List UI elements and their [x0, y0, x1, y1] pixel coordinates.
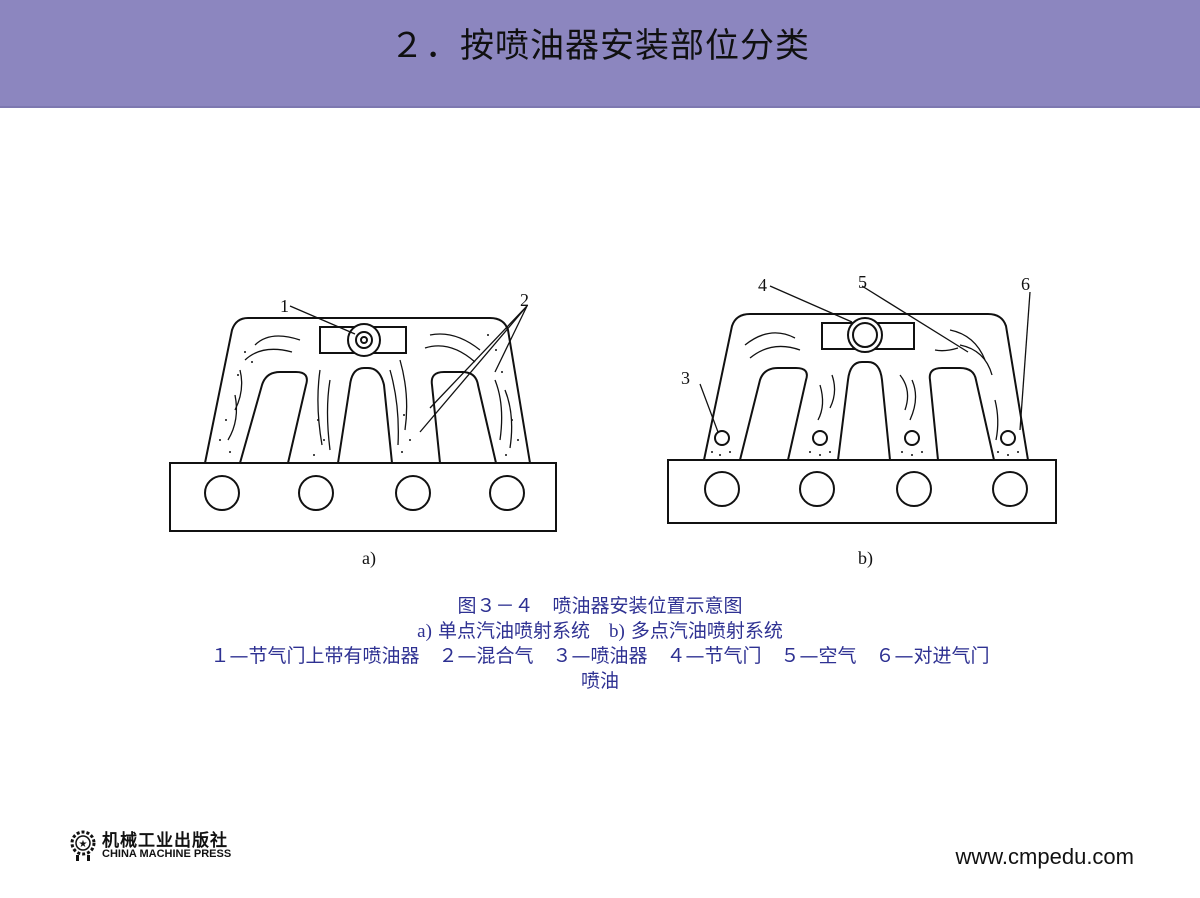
caption-legend-cont: 喷油 — [580, 670, 619, 692]
figure-label-a: a) — [362, 548, 376, 568]
svg-text:★: ★ — [79, 839, 88, 850]
gear-icon: ★ — [70, 830, 96, 861]
callout-1: 1 — [280, 296, 289, 316]
caption-subfigures: a) 单点汽油喷射系统 b) 多点汽油喷射系统 — [0, 619, 1200, 644]
title-bar: ２．按喷油器安装部位分类 — [0, 0, 1200, 108]
figure-label-b: b) — [858, 548, 873, 568]
caption-a-text: 单点汽油喷射系统 — [431, 620, 590, 642]
logo-chinese: 机械工业出版社 — [102, 831, 228, 851]
callout-3: 3 — [681, 368, 690, 388]
publisher-logo: ★ 机械工业出版社 CHINA MACHINE PRESS — [68, 826, 278, 866]
manifold-a — [169, 305, 557, 532]
caption-legend: １—节气门上带有喷油器 ２—混合气 ３—喷油器 ４—节气门 ５—空气 ６—对进气… — [210, 645, 990, 667]
slide-title: ２．按喷油器安装部位分类 — [390, 26, 810, 66]
caption-title: 图３－４ 喷油器安装位置示意图 — [457, 595, 743, 617]
caption-b-label: b) — [608, 621, 625, 642]
manifold-b — [667, 285, 1057, 524]
callout-6: 6 — [1021, 274, 1030, 294]
figure-caption: 图３－４ 喷油器安装位置示意图 a) 单点汽油喷射系统 b) 多点汽油喷射系统 … — [0, 594, 1200, 694]
caption-b-text: 多点汽油喷射系统 — [624, 620, 783, 642]
callout-2: 2 — [520, 290, 529, 310]
callout-4: 4 — [758, 275, 767, 295]
callout-5: 5 — [858, 272, 867, 292]
website-url: www.cmpedu.com — [955, 844, 1134, 869]
caption-a-label: a) — [417, 621, 432, 642]
logo-english: CHINA MACHINE PRESS — [102, 848, 232, 860]
